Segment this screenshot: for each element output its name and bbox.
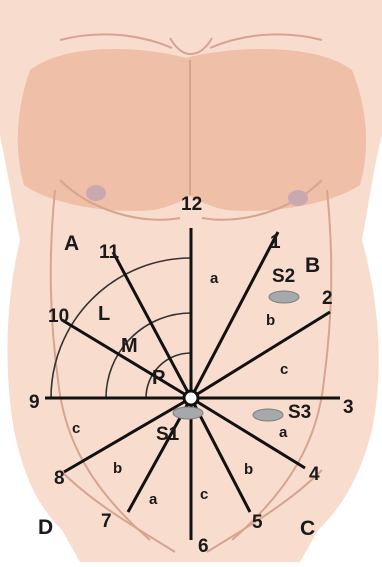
- sector-label-1-2-b: b: [266, 312, 275, 329]
- ring-label-m: M: [121, 335, 138, 357]
- left-areola: [86, 185, 106, 201]
- clock-label-12: 12: [181, 194, 202, 215]
- clock-label-3: 3: [343, 397, 354, 418]
- quadrant-label-d: D: [38, 516, 53, 539]
- site-label-s3: S3: [288, 402, 311, 423]
- sector-label-12-1-a: a: [210, 270, 219, 287]
- clock-label-11: 11: [99, 242, 120, 263]
- clock-label-9: 9: [29, 392, 40, 413]
- sector-label-2-3-c: c: [280, 361, 288, 378]
- clock-label-8: 8: [54, 468, 65, 489]
- quadrant-label-b: B: [305, 254, 320, 277]
- sector-label-8-9-c: c: [72, 420, 80, 437]
- right-areola: [288, 190, 308, 206]
- quadrant-label-a: A: [64, 232, 79, 255]
- clock-label-6: 6: [198, 536, 209, 557]
- umbilicus: [184, 391, 198, 405]
- site-label-s1: S1: [156, 424, 180, 445]
- site-marker-s2: [269, 291, 299, 303]
- ring-label-l: L: [98, 303, 110, 325]
- clock-label-4: 4: [309, 464, 320, 485]
- site-marker-s3: [253, 409, 283, 421]
- clock-label-1: 1: [270, 232, 281, 253]
- clock-label-5: 5: [252, 512, 263, 533]
- sector-label-5-6-c: c: [200, 486, 208, 503]
- clock-label-2: 2: [322, 288, 333, 309]
- ring-label-p: P: [152, 367, 165, 389]
- sector-label-3-4-a: a: [279, 424, 288, 441]
- clock-label-10: 10: [48, 306, 69, 327]
- sector-label-6-7-a: a: [149, 491, 158, 508]
- site-label-s2: S2: [272, 266, 295, 287]
- clock-label-7: 7: [101, 511, 112, 532]
- site-marker-s1: [173, 407, 203, 419]
- quadrant-label-c: C: [300, 517, 315, 540]
- sector-label-4-5-b: b: [244, 461, 253, 478]
- sector-label-7-8-b: b: [113, 460, 122, 477]
